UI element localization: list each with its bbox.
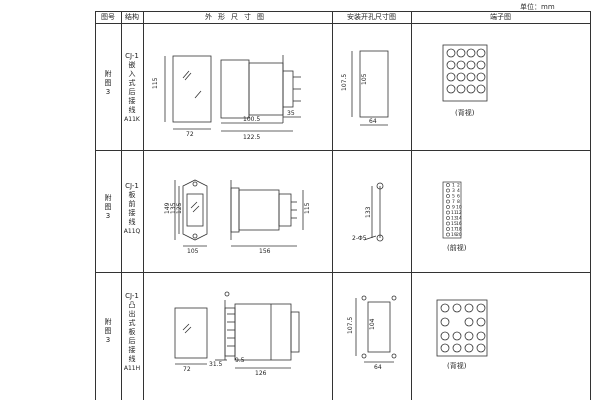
row-3-dim-hole-h2: 104 [369, 318, 376, 330]
terminal-5: 5 [452, 194, 455, 200]
terminal-13: 13 [451, 216, 457, 222]
terminal-12: 12 [456, 210, 462, 216]
row-3-structure: CJ-1 凸出式板后接线 A11H [123, 292, 141, 372]
row-2-view: (前视) [447, 243, 467, 252]
row-3-dim-side-total: 126 [255, 370, 267, 377]
col-divider-4 [411, 11, 412, 400]
table-left-border [95, 11, 96, 400]
row-3-mounting-drawing: 107.5 104 64 [347, 295, 397, 371]
row-3-outline-drawing: 72 31.5 9.5 126 [174, 291, 300, 377]
row-1-dim-side-body: 100.5 [243, 116, 260, 123]
row-1-dim-side-total: 122.5 [243, 134, 260, 141]
terminal-19: 19 [451, 232, 457, 238]
row-3-dim-side-a: 31.5 [209, 361, 223, 368]
row-3-dim-hole-h: 107.5 [347, 317, 354, 334]
row-2-terminal-drawing: 1 2 3 4 5 6 7 8 9 10 11 12 13 14 15 16 1… [442, 181, 467, 252]
header-structure: 结构 [125, 13, 139, 21]
row-1-cutout [359, 50, 389, 118]
header-terminal: 端子图 [490, 13, 511, 21]
row-1-outline-drawing: 115 72 100.5 122.5 35 [152, 55, 301, 141]
row-2-dim-hole-h: 133 [365, 206, 372, 218]
terminal-20: 20 [456, 232, 462, 238]
row-2-dim-side-h: 115 [304, 202, 311, 214]
row-1-mounting-drawing: 107.5 105 64 [341, 50, 389, 126]
row-1-bottom-border [95, 150, 590, 151]
col-divider-3 [332, 11, 333, 400]
row-3-dim-side-b: 9.5 [235, 357, 245, 364]
terminal-18: 18 [456, 227, 462, 233]
row-3-view: (背视) [447, 361, 467, 370]
terminal-16: 16 [456, 221, 462, 227]
header-outline: 外形尺寸图 [205, 13, 270, 21]
col-divider-1 [121, 11, 122, 400]
row-2-outline-drawing: 149 135 125 105 115 156 [164, 179, 311, 255]
row-3-terminal-circles [440, 303, 486, 353]
row-2-bottom-border [95, 272, 590, 273]
row-2-dim-front-w: 105 [187, 248, 199, 255]
terminal-14: 14 [456, 216, 462, 222]
row-1-view: (背视) [455, 108, 475, 117]
row-2-front-panel [182, 179, 208, 241]
table-top-border [95, 11, 590, 12]
row-1-structure: CJ-1 嵌入式后接线 A11K [124, 52, 140, 123]
row-3-front-panel [174, 307, 208, 359]
row-1-dim-front-w: 72 [186, 131, 194, 138]
row-2-structure: CJ-1 板前接线 A11Q [123, 182, 141, 235]
col-divider-2 [143, 11, 144, 400]
row-2-dim-side-total: 156 [259, 248, 271, 255]
row-3-terminal-drawing: (背视) [436, 299, 488, 370]
row-3-dim-front-w: 72 [183, 366, 191, 373]
row-2-dim-hole-d: 2-Φ5 [352, 235, 367, 242]
row-1-dim-hole-h2: 105 [361, 73, 368, 85]
row-2-terminal-list: 1 2 3 4 5 6 7 8 9 10 11 12 13 14 15 16 1… [446, 183, 462, 238]
row-1-terminal-drawing: (背视) [442, 44, 488, 117]
row-2-mounting-drawing: 133 2-Φ5 [352, 182, 384, 242]
row-1-dim-hole-h: 107.5 [341, 74, 348, 91]
terminal-2: 2 [457, 183, 460, 189]
row-3-cutout [367, 301, 391, 353]
terminal-10: 10 [456, 205, 462, 211]
row-1-dim-hole-w: 64 [369, 118, 377, 125]
terminal-4: 4 [457, 188, 460, 194]
terminal-6: 6 [457, 194, 460, 200]
terminal-8: 8 [457, 199, 460, 205]
row-1-terminal-circles [446, 48, 486, 94]
header-mounting: 安装开孔尺寸图 [347, 13, 396, 21]
terminal-9: 9 [452, 205, 455, 211]
terminal-11: 11 [451, 210, 457, 216]
terminal-1: 1 [452, 183, 455, 189]
unit-label: 单位：mm [520, 3, 555, 11]
row-3-dim-hole-w: 64 [374, 364, 382, 371]
terminal-15: 15 [451, 221, 457, 227]
header-bottom-border [95, 23, 590, 24]
terminal-3: 3 [452, 188, 455, 194]
row-2-dim-front-h3: 125 [176, 202, 183, 214]
table-right-border [590, 11, 591, 400]
row-2-dim-front-h1: 149 [164, 202, 171, 214]
terminal-7: 7 [452, 199, 455, 205]
row-1-dim-front-h: 115 [152, 77, 159, 89]
row-1-front-panel [172, 55, 212, 123]
row-2-dim-front-h2: 135 [170, 202, 177, 214]
terminal-17: 17 [451, 227, 457, 233]
header-figure-no: 图号 [101, 13, 115, 21]
row-1-dim-side-tail: 35 [287, 110, 295, 117]
